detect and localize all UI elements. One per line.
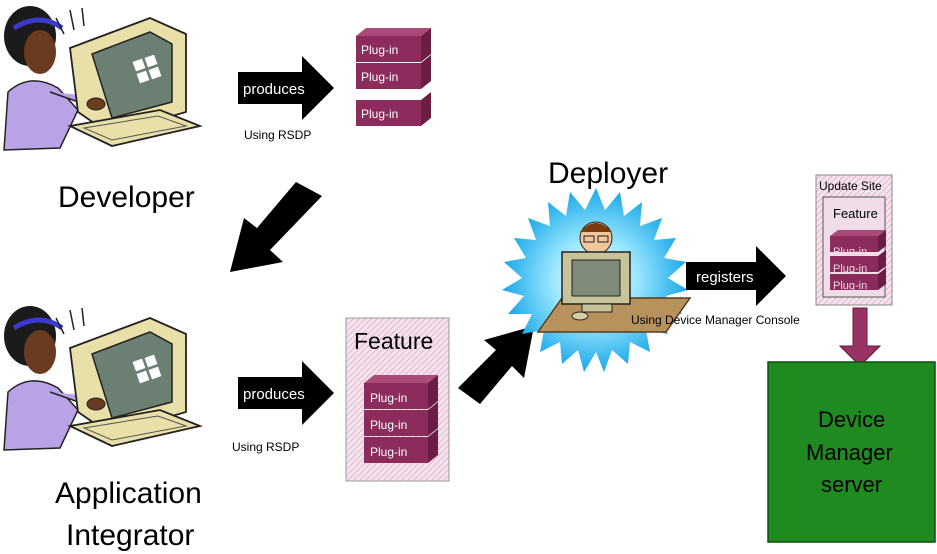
registers-label: registers (696, 269, 754, 286)
plugin-block: Plug-in (356, 28, 431, 62)
device-manager-server: Device Manager server (767, 361, 936, 543)
deploy-down-arrow (838, 307, 882, 367)
produces-arrow-top: produces (238, 56, 334, 120)
using-rsdp-caption-bottom: Using RSDP (232, 440, 299, 454)
flow-arrow-down-left (230, 182, 322, 272)
using-rsdp-caption-top: Using RSDP (244, 128, 311, 142)
plugin-label: Plug-in (370, 391, 407, 405)
registers-arrow: registers (686, 246, 786, 306)
update-site-feature-title: Feature (833, 206, 878, 221)
produces-arrow-bottom: produces (238, 361, 334, 425)
plugin-block: Plug-in (830, 230, 886, 258)
developer-figure (3, 6, 204, 151)
deployer-figure (502, 188, 692, 372)
server-label-line2: Manager (806, 440, 893, 465)
integrator-label-line2: Integrator (66, 519, 194, 552)
plugin-stack-top: Plug-in Plug-in Plug-in (356, 28, 431, 126)
deployer-label: Deployer (548, 157, 668, 190)
update-site-title: Update Site (819, 179, 882, 193)
produces-label-top: produces (243, 81, 305, 98)
plugin-block: Plug-in (356, 92, 431, 126)
plugin-label: Plug-in (361, 107, 398, 121)
plugin-block: Plug-in (830, 250, 886, 275)
plugin-block: Plug-in (364, 429, 438, 463)
server-label-line3: server (821, 472, 882, 497)
plugin-block: Plug-in (364, 402, 438, 436)
plugin-label: Plug-in (833, 246, 867, 258)
feature-title: Feature (354, 328, 433, 354)
plugin-label: Plug-in (833, 263, 867, 275)
plugin-label: Plug-in (361, 70, 398, 84)
feature-box: Feature Plug-in Plug-in Plug-in (345, 317, 450, 482)
integrator-figure (3, 306, 204, 451)
plugin-block: Plug-in (830, 268, 886, 292)
flow-arrow-up-right (458, 326, 534, 404)
update-site-box: Update Site Feature Plug-in Plug-in Plug… (815, 174, 893, 306)
developer-label: Developer (58, 181, 195, 214)
plugin-block: Plug-in (356, 55, 431, 89)
integrator-label-line1: Application (55, 477, 202, 510)
server-label-line1: Device (818, 407, 885, 432)
plugin-block: Plug-in (364, 375, 438, 409)
plugin-label: Plug-in (370, 418, 407, 432)
produces-label-bottom: produces (243, 386, 305, 403)
plugin-label: Plug-in (370, 445, 407, 459)
plugin-label: Plug-in (833, 280, 867, 292)
plugin-label: Plug-in (361, 43, 398, 57)
using-dmc-caption: Using Device Manager Console (631, 313, 800, 327)
